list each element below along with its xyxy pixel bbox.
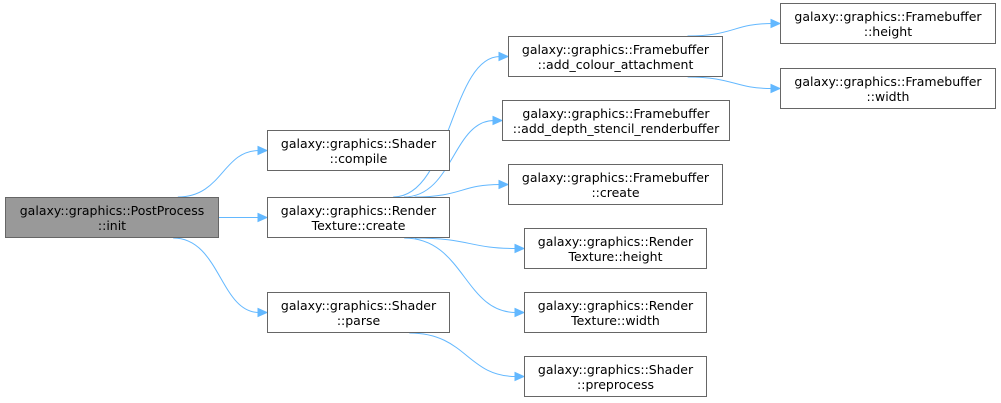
node-label-line2: Texture::width xyxy=(571,312,660,328)
edge-arrowhead xyxy=(770,18,782,29)
node-label-line2: ::init xyxy=(97,217,127,233)
edge-arrowhead xyxy=(498,51,510,62)
node-framebuffer-height[interactable]: galaxy::graphics::Framebuffer ::height xyxy=(780,3,996,44)
node-label-line2: Texture::height xyxy=(568,248,663,264)
node-label-line1: galaxy::graphics::Framebuffer xyxy=(521,41,710,57)
node-label-line2: ::compile xyxy=(329,150,388,166)
edge-rt_create-to-rt_height xyxy=(414,237,517,249)
node-label-line1: galaxy::graphics::Framebuffer xyxy=(521,169,710,185)
node-label-line1: galaxy::graphics::Framebuffer xyxy=(794,8,982,24)
edge-rt_create-to-fb_add_depth xyxy=(403,120,495,198)
node-label-line2: ::width xyxy=(866,88,910,104)
node-label-line1: galaxy::graphics::Shader xyxy=(280,135,437,151)
node-label-line2: ::parse xyxy=(336,312,381,328)
node-label-line2: ::height xyxy=(863,23,913,39)
edge-arrowhead xyxy=(492,115,504,126)
node-label-line2: ::preprocess xyxy=(577,376,654,392)
edge-rt_create-to-fb_create xyxy=(414,184,501,198)
node-shader-parse[interactable]: galaxy::graphics::Shader ::parse xyxy=(267,292,450,333)
edge-arrowhead xyxy=(498,179,510,190)
node-label-line2: ::add_colour_attachment xyxy=(537,56,694,72)
node-label-line2: Texture::create xyxy=(311,217,406,233)
node-framebuffer-add-colour-attachment[interactable]: galaxy::graphics::Framebuffer ::add_colo… xyxy=(508,36,723,77)
edge-postprocess_init-to-shader_compile xyxy=(177,150,260,198)
node-label-line1: galaxy::graphics::Framebuffer xyxy=(522,105,710,121)
edge-arrowhead xyxy=(514,307,526,318)
edge-arrowhead xyxy=(257,145,269,156)
node-shader-preprocess[interactable]: galaxy::graphics::Shader ::preprocess xyxy=(524,356,707,397)
edge-arrowhead xyxy=(514,371,526,382)
node-label-line1: galaxy::graphics::Render xyxy=(537,233,694,249)
node-render-texture-width[interactable]: galaxy::graphics::Render Texture::width xyxy=(524,292,707,333)
node-label-line1: galaxy::graphics::Shader xyxy=(280,297,437,313)
node-label-line1: galaxy::graphics::PostProcess xyxy=(19,202,205,218)
edge-rt_create-to-fb_add_colour xyxy=(393,56,501,198)
node-shader-compile[interactable]: galaxy::graphics::Shader ::compile xyxy=(267,130,450,171)
edge-arrowhead xyxy=(257,212,269,223)
edge-shader_parse-to-shader_preprocess xyxy=(409,332,517,377)
edge-rt_create-to-rt_width xyxy=(404,237,517,313)
edge-postprocess_init-to-shader_parse xyxy=(173,237,260,313)
node-label-line1: galaxy::graphics::Render xyxy=(280,202,437,218)
node-framebuffer-add-depth-stencil-renderbuffer[interactable]: galaxy::graphics::Framebuffer ::add_dept… xyxy=(502,100,730,141)
node-framebuffer-create[interactable]: galaxy::graphics::Framebuffer ::create xyxy=(508,164,723,205)
node-label-line1: galaxy::graphics::Render xyxy=(537,297,694,313)
node-label-line1: galaxy::graphics::Shader xyxy=(537,361,694,377)
edge-arrowhead xyxy=(257,307,269,318)
edge-arrowhead xyxy=(514,243,526,254)
node-render-texture-height[interactable]: galaxy::graphics::Render Texture::height xyxy=(524,228,707,269)
node-framebuffer-width[interactable]: galaxy::graphics::Framebuffer ::width xyxy=(780,68,996,109)
node-label-line2: ::create xyxy=(591,184,640,200)
node-render-texture-create[interactable]: galaxy::graphics::Render Texture::create xyxy=(267,197,450,238)
node-postprocess-init[interactable]: galaxy::graphics::PostProcess ::init xyxy=(5,197,219,238)
edge-arrowhead xyxy=(770,83,782,94)
edge-fb_add_colour-to-fb_height xyxy=(687,23,773,37)
edge-fb_add_colour-to-fb_width xyxy=(687,76,773,89)
node-label-line2: ::add_depth_stencil_renderbuffer xyxy=(512,120,720,136)
node-label-line1: galaxy::graphics::Framebuffer xyxy=(794,73,982,89)
